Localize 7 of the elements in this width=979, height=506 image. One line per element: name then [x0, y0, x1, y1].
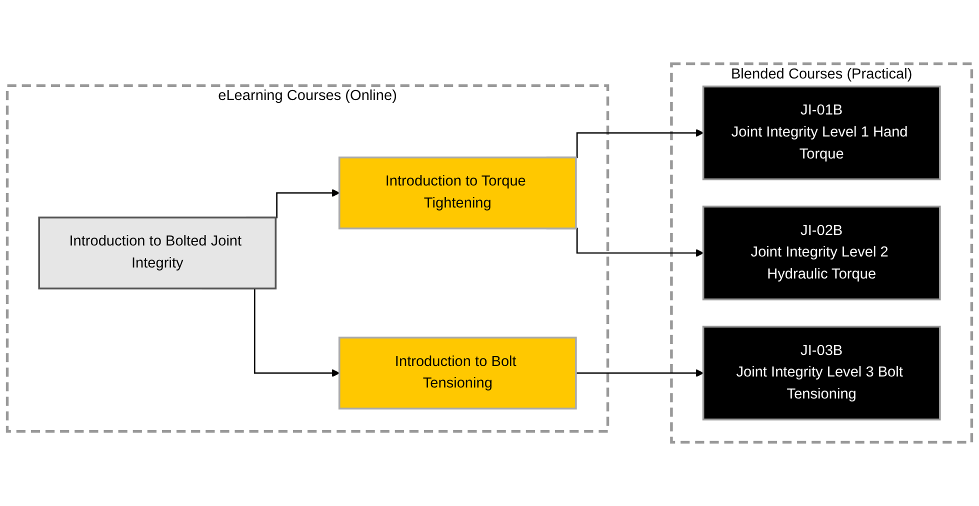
node-box: JI-01B Joint Integrity Level 1 Hand Torque: [702, 86, 941, 180]
node-box: Introduction to Bolted Joint Integrity: [38, 216, 277, 290]
node-box: Introduction to Bolt Tensioning: [338, 336, 577, 410]
node-box: Introduction to Torque Tightening: [338, 156, 577, 230]
node-box: JI-03B Joint Integrity Level 3 Bolt Tensioning: [702, 326, 941, 420]
node-box: JI-02B Joint Integrity Level 2 Hydraulic Torque: [702, 206, 941, 300]
arrow: [576, 369, 704, 378]
